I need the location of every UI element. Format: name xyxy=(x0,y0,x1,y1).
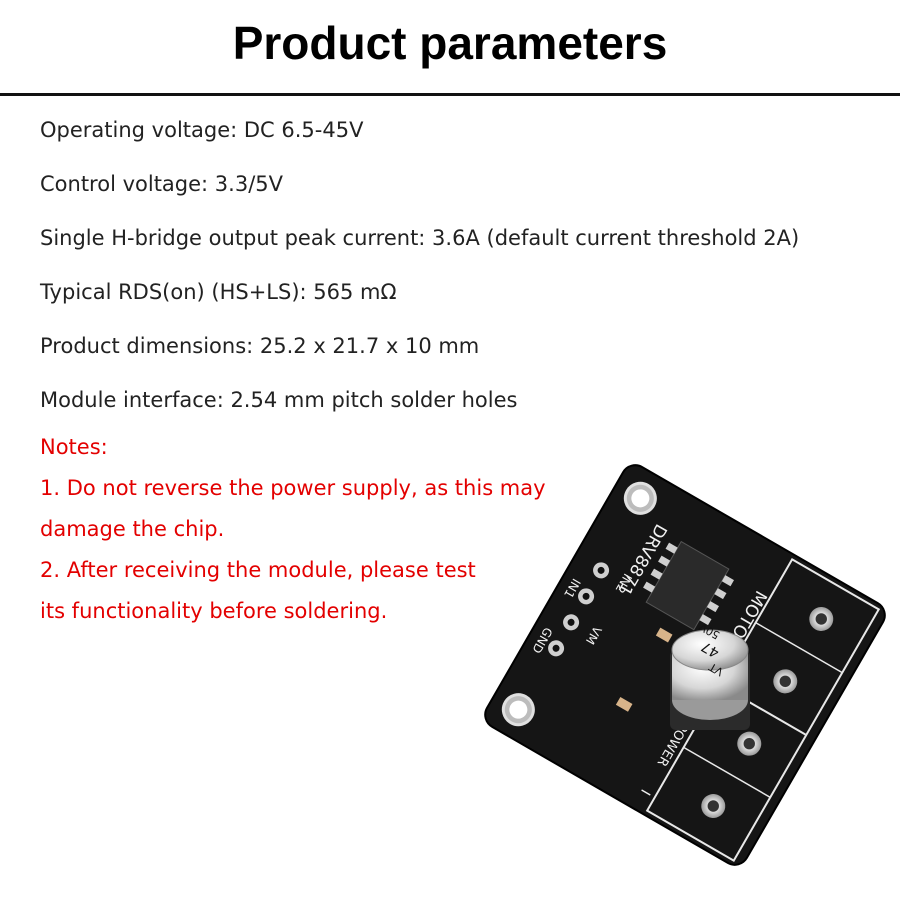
power-terminal-pad xyxy=(737,731,762,756)
capacitor-code: VT xyxy=(707,660,726,679)
param-operating-voltage: Operating voltage: DC 6.5-45V xyxy=(40,118,364,142)
title-divider xyxy=(0,93,900,96)
note-line: 2. After receiving the module, please te… xyxy=(40,558,476,582)
capacitor-value: 47 xyxy=(699,638,722,661)
param-dimensions: Product dimensions: 25.2 x 21.7 x 10 mm xyxy=(40,334,480,358)
param-peak-current: Single H-bridge output peak current: 3.6… xyxy=(40,226,800,250)
motor-terminal-pad xyxy=(809,606,834,631)
smd-resistor xyxy=(615,696,633,712)
page-title: Product parameters xyxy=(232,17,668,69)
param-interface: Module interface: 2.54 mm pitch solder h… xyxy=(40,388,518,412)
driver-chip xyxy=(643,540,734,631)
note-line: 1. Do not reverse the power supply, as t… xyxy=(40,476,546,500)
notes-heading: Notes: xyxy=(40,435,108,459)
motor-terminal-pad xyxy=(773,669,798,694)
param-control-voltage: Control voltage: 3.3/5V xyxy=(40,172,283,196)
drv8871-module-photo: DRV8871 MOTOR POWER IN2 IN1 VM GND + − 4… xyxy=(484,464,886,866)
power-terminal-pad xyxy=(701,794,726,819)
note-line: its functionality before soldering. xyxy=(40,599,388,623)
notes-section: Notes: 1. Do not reverse the power suppl… xyxy=(40,427,620,632)
parameter-list: Operating voltage: DC 6.5-45V Control vo… xyxy=(40,113,799,437)
smd-resistor xyxy=(655,627,673,643)
electrolytic-capacitor: 47 50V VT xyxy=(670,619,750,730)
param-rds-on: Typical RDS(on) (HS+LS): 565 mΩ xyxy=(40,280,397,304)
note-line: damage the chip. xyxy=(40,517,225,541)
